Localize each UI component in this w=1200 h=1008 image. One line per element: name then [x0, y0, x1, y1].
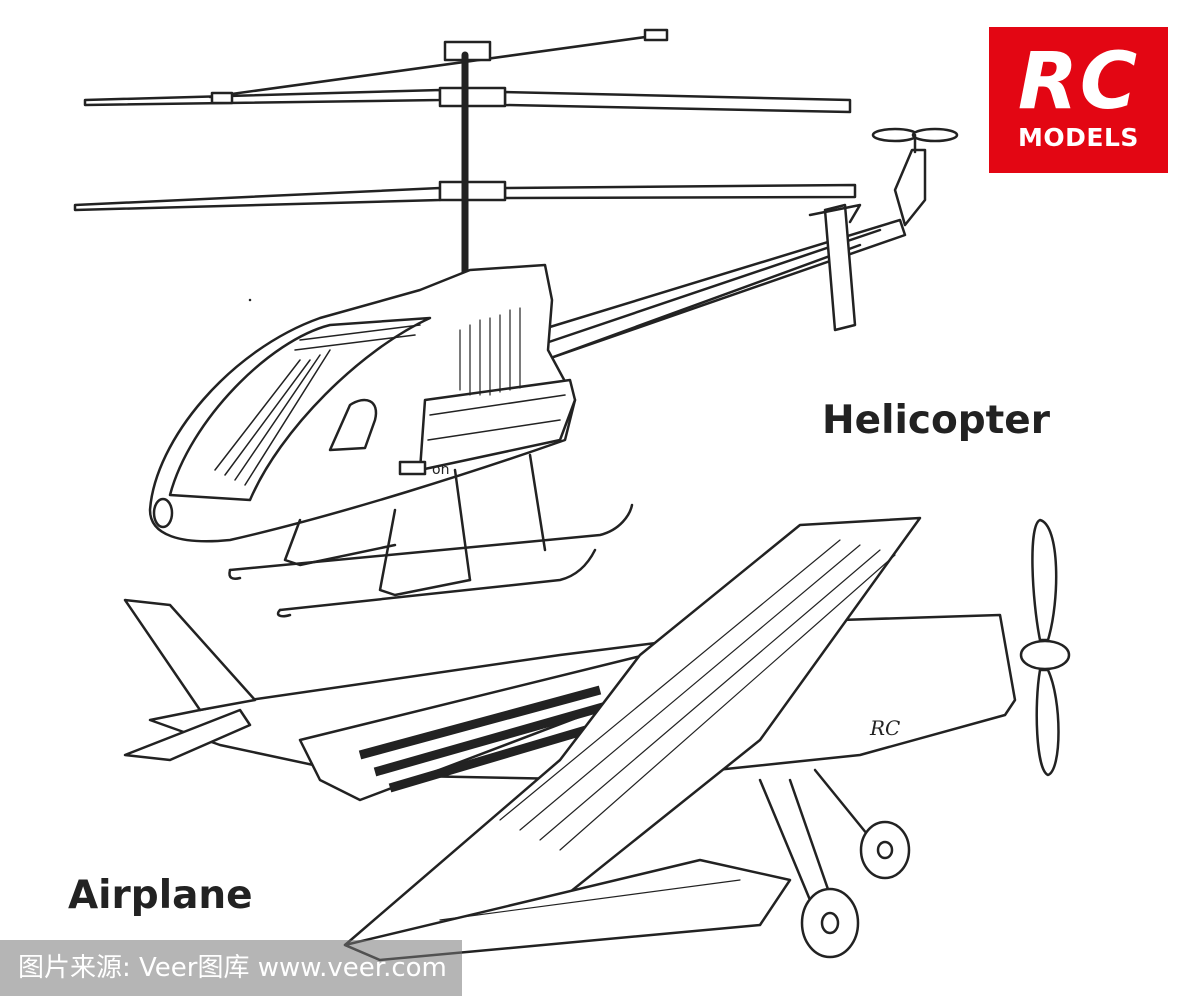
svg-text:on: on — [432, 462, 449, 478]
tail-marking: RC — [869, 716, 900, 740]
airplane-drawing: RC — [123, 516, 1071, 962]
helicopter-label: Helicopter — [822, 398, 1050, 443]
logo-models: MODELS — [1018, 123, 1139, 152]
helicopter-drawing: on — [73, 28, 959, 618]
rc-models-logo: RC MODELS — [989, 27, 1168, 173]
logo-rc: RC — [1017, 37, 1140, 127]
watermark: 图片来源: Veer图库 www.veer.com — [0, 940, 462, 996]
airplane-label: Airplane — [68, 873, 253, 918]
